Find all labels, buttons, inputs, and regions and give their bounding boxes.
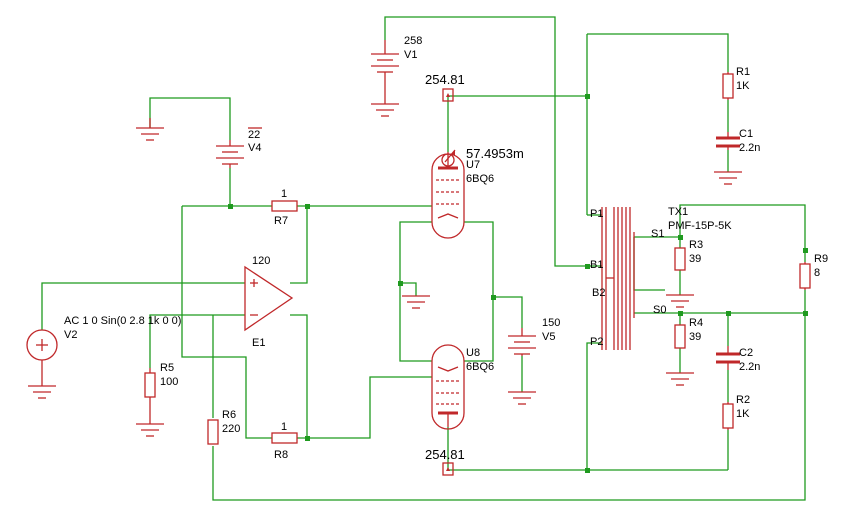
- tx1-value: PMF-15P-5K: [668, 220, 732, 232]
- c1-value: 2.2n: [739, 142, 760, 154]
- junction-dot: [398, 281, 403, 286]
- e1-value: 120: [252, 255, 270, 267]
- resistor-r8[interactable]: [271, 432, 298, 444]
- capacitor-c1[interactable]: [714, 132, 742, 185]
- bottom-voltage-reading: 254.81: [425, 447, 465, 462]
- c2-name: C2: [739, 347, 753, 359]
- r3-value: 39: [689, 253, 701, 265]
- junction-dot: [678, 235, 683, 240]
- v2-value: AC 1 0 Sin(0 2.8 1k 0 0): [64, 315, 181, 327]
- r5-name: R5: [160, 362, 174, 374]
- junction-dot: [491, 295, 496, 300]
- capacitor-c2[interactable]: [716, 346, 740, 370]
- r1-value: 1K: [736, 80, 750, 92]
- wires: [41, 16, 806, 501]
- resistor-r1[interactable]: [722, 72, 734, 100]
- pin-label-s0: S0: [653, 304, 666, 316]
- junctions: [228, 94, 808, 473]
- r3-name: R3: [689, 239, 703, 251]
- v5-value: 150: [542, 317, 560, 329]
- resistor-r7[interactable]: [271, 200, 298, 212]
- resistor-r2[interactable]: [722, 402, 734, 430]
- pin-label-p2: P2: [590, 336, 603, 348]
- v4-name: V4: [248, 142, 261, 154]
- v2-name: V2: [64, 329, 77, 341]
- junction-dot: [305, 436, 310, 441]
- v4-value: 22: [248, 129, 260, 141]
- voltage-probe-bottom[interactable]: [442, 462, 454, 476]
- plate-current-reading: 57.4953m: [466, 146, 524, 161]
- r7-value: 1: [281, 188, 287, 200]
- junction-dot: [585, 468, 590, 473]
- ground-symbol: [402, 295, 430, 309]
- ac-source-v2[interactable]: [26, 329, 58, 399]
- tx1-name: TX1: [668, 206, 688, 218]
- top-voltage-reading: 254.81: [425, 72, 465, 87]
- junction-dot: [228, 204, 233, 209]
- r9-value: 8: [814, 267, 820, 279]
- r6-name: R6: [222, 409, 236, 421]
- battery-v5[interactable]: [508, 328, 536, 405]
- r5-value: 100: [160, 376, 178, 388]
- junction-dot: [305, 204, 310, 209]
- v1-name: V1: [404, 49, 417, 61]
- r9-name: R9: [814, 253, 828, 265]
- resistor-r5[interactable]: [136, 368, 164, 437]
- r8-value: 1: [281, 421, 287, 433]
- u7-name: U7: [466, 159, 480, 171]
- junction-dot: [726, 311, 731, 316]
- junction-dot: [803, 311, 808, 316]
- u8-value: 6BQ6: [466, 361, 494, 373]
- r6-value: 220: [222, 423, 240, 435]
- junction-dot: [585, 94, 590, 99]
- v5-name: V5: [542, 331, 555, 343]
- r2-value: 1K: [736, 408, 750, 420]
- resistor-r9[interactable]: [799, 262, 811, 290]
- opamp-e1[interactable]: [244, 265, 294, 332]
- c2-value: 2.2n: [739, 361, 760, 373]
- resistor-r3[interactable]: [666, 247, 694, 308]
- junction-dot: [678, 311, 683, 316]
- e1-name: E1: [252, 337, 265, 349]
- voltage-probe-top[interactable]: [442, 88, 454, 102]
- current-probe[interactable]: [441, 149, 456, 167]
- junction-dot: [585, 264, 590, 269]
- vacuum-tube-u7[interactable]: [431, 152, 465, 239]
- transformer-tx1[interactable]: [601, 207, 635, 350]
- r4-value: 39: [689, 331, 701, 343]
- r2-name: R2: [736, 394, 750, 406]
- vacuum-tube-u8[interactable]: [431, 344, 465, 430]
- pin-label-b2: B2: [592, 287, 605, 299]
- battery-v4[interactable]: [216, 127, 262, 168]
- r8-name: R8: [274, 449, 288, 461]
- r4-name: R4: [689, 317, 703, 329]
- junction-dot: [803, 248, 808, 253]
- pin-label-p1: P1: [590, 208, 603, 220]
- c1-name: C1: [739, 128, 753, 140]
- pin-label-b1: B1: [590, 259, 603, 271]
- r7-name: R7: [274, 215, 288, 227]
- u7-value: 6BQ6: [466, 173, 494, 185]
- ground-symbol: [136, 118, 164, 141]
- pin-label-s1: S1: [651, 228, 664, 240]
- resistor-r4[interactable]: [666, 324, 694, 386]
- r1-name: R1: [736, 66, 750, 78]
- resistor-r6[interactable]: [207, 419, 219, 445]
- battery-v1[interactable]: [371, 40, 399, 117]
- v1-value: 258: [404, 35, 422, 47]
- u8-name: U8: [466, 347, 480, 359]
